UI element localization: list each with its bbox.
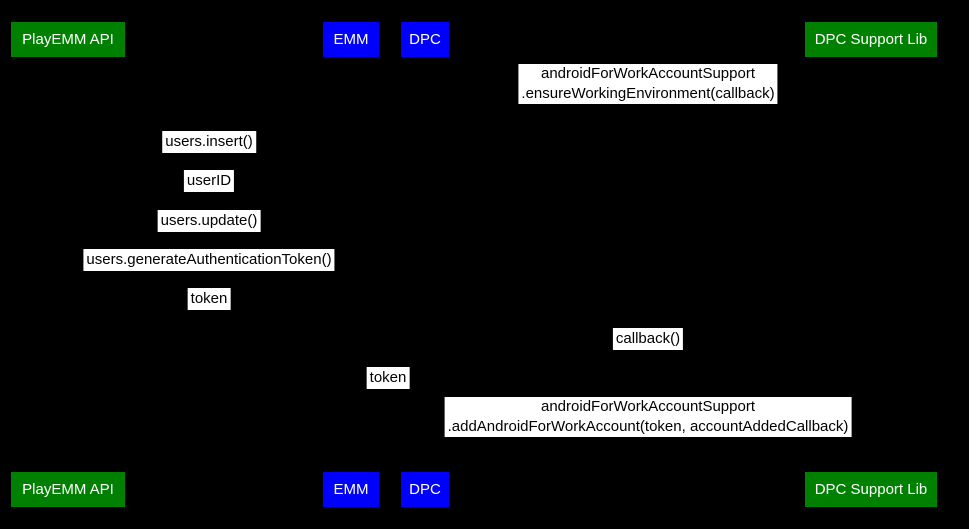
actor-emm-bottom: EMM xyxy=(323,472,379,507)
actor-playemm-api-bottom: PlayEMM API xyxy=(11,472,125,507)
message-label-token-2: token xyxy=(366,367,410,389)
message-label-users-update: users.update() xyxy=(157,210,261,232)
message-label-generate-authentication-token: users.generateAuthenticationToken() xyxy=(83,249,335,271)
message-label-users-insert: users.insert() xyxy=(162,131,256,153)
actor-dpc-support-lib-bottom: DPC Support Lib xyxy=(805,472,937,507)
message-label-add-android-for-work-account: androidForWorkAccountSupport .addAndroid… xyxy=(444,397,852,437)
message-label-token-1: token xyxy=(187,288,231,310)
message-label-userid: userID xyxy=(183,170,235,192)
actor-dpc-bottom: DPC xyxy=(401,472,449,507)
message-line: .addAndroidForWorkAccount(token, account… xyxy=(447,418,849,435)
message-label-callback: callback() xyxy=(612,328,684,350)
actor-dpc-support-lib-top: DPC Support Lib xyxy=(805,22,937,57)
message-line: androidForWorkAccountSupport xyxy=(541,398,755,415)
message-line: androidForWorkAccountSupport xyxy=(540,65,755,82)
message-line: .ensureWorkingEnvironment(callback) xyxy=(521,85,775,102)
actor-playemm-api-top: PlayEMM API xyxy=(11,22,125,57)
actor-dpc-top: DPC xyxy=(401,22,449,57)
actor-emm-top: EMM xyxy=(323,22,379,57)
message-label-ensure-working-environment: androidForWorkAccountSupport .ensureWork… xyxy=(518,64,778,104)
